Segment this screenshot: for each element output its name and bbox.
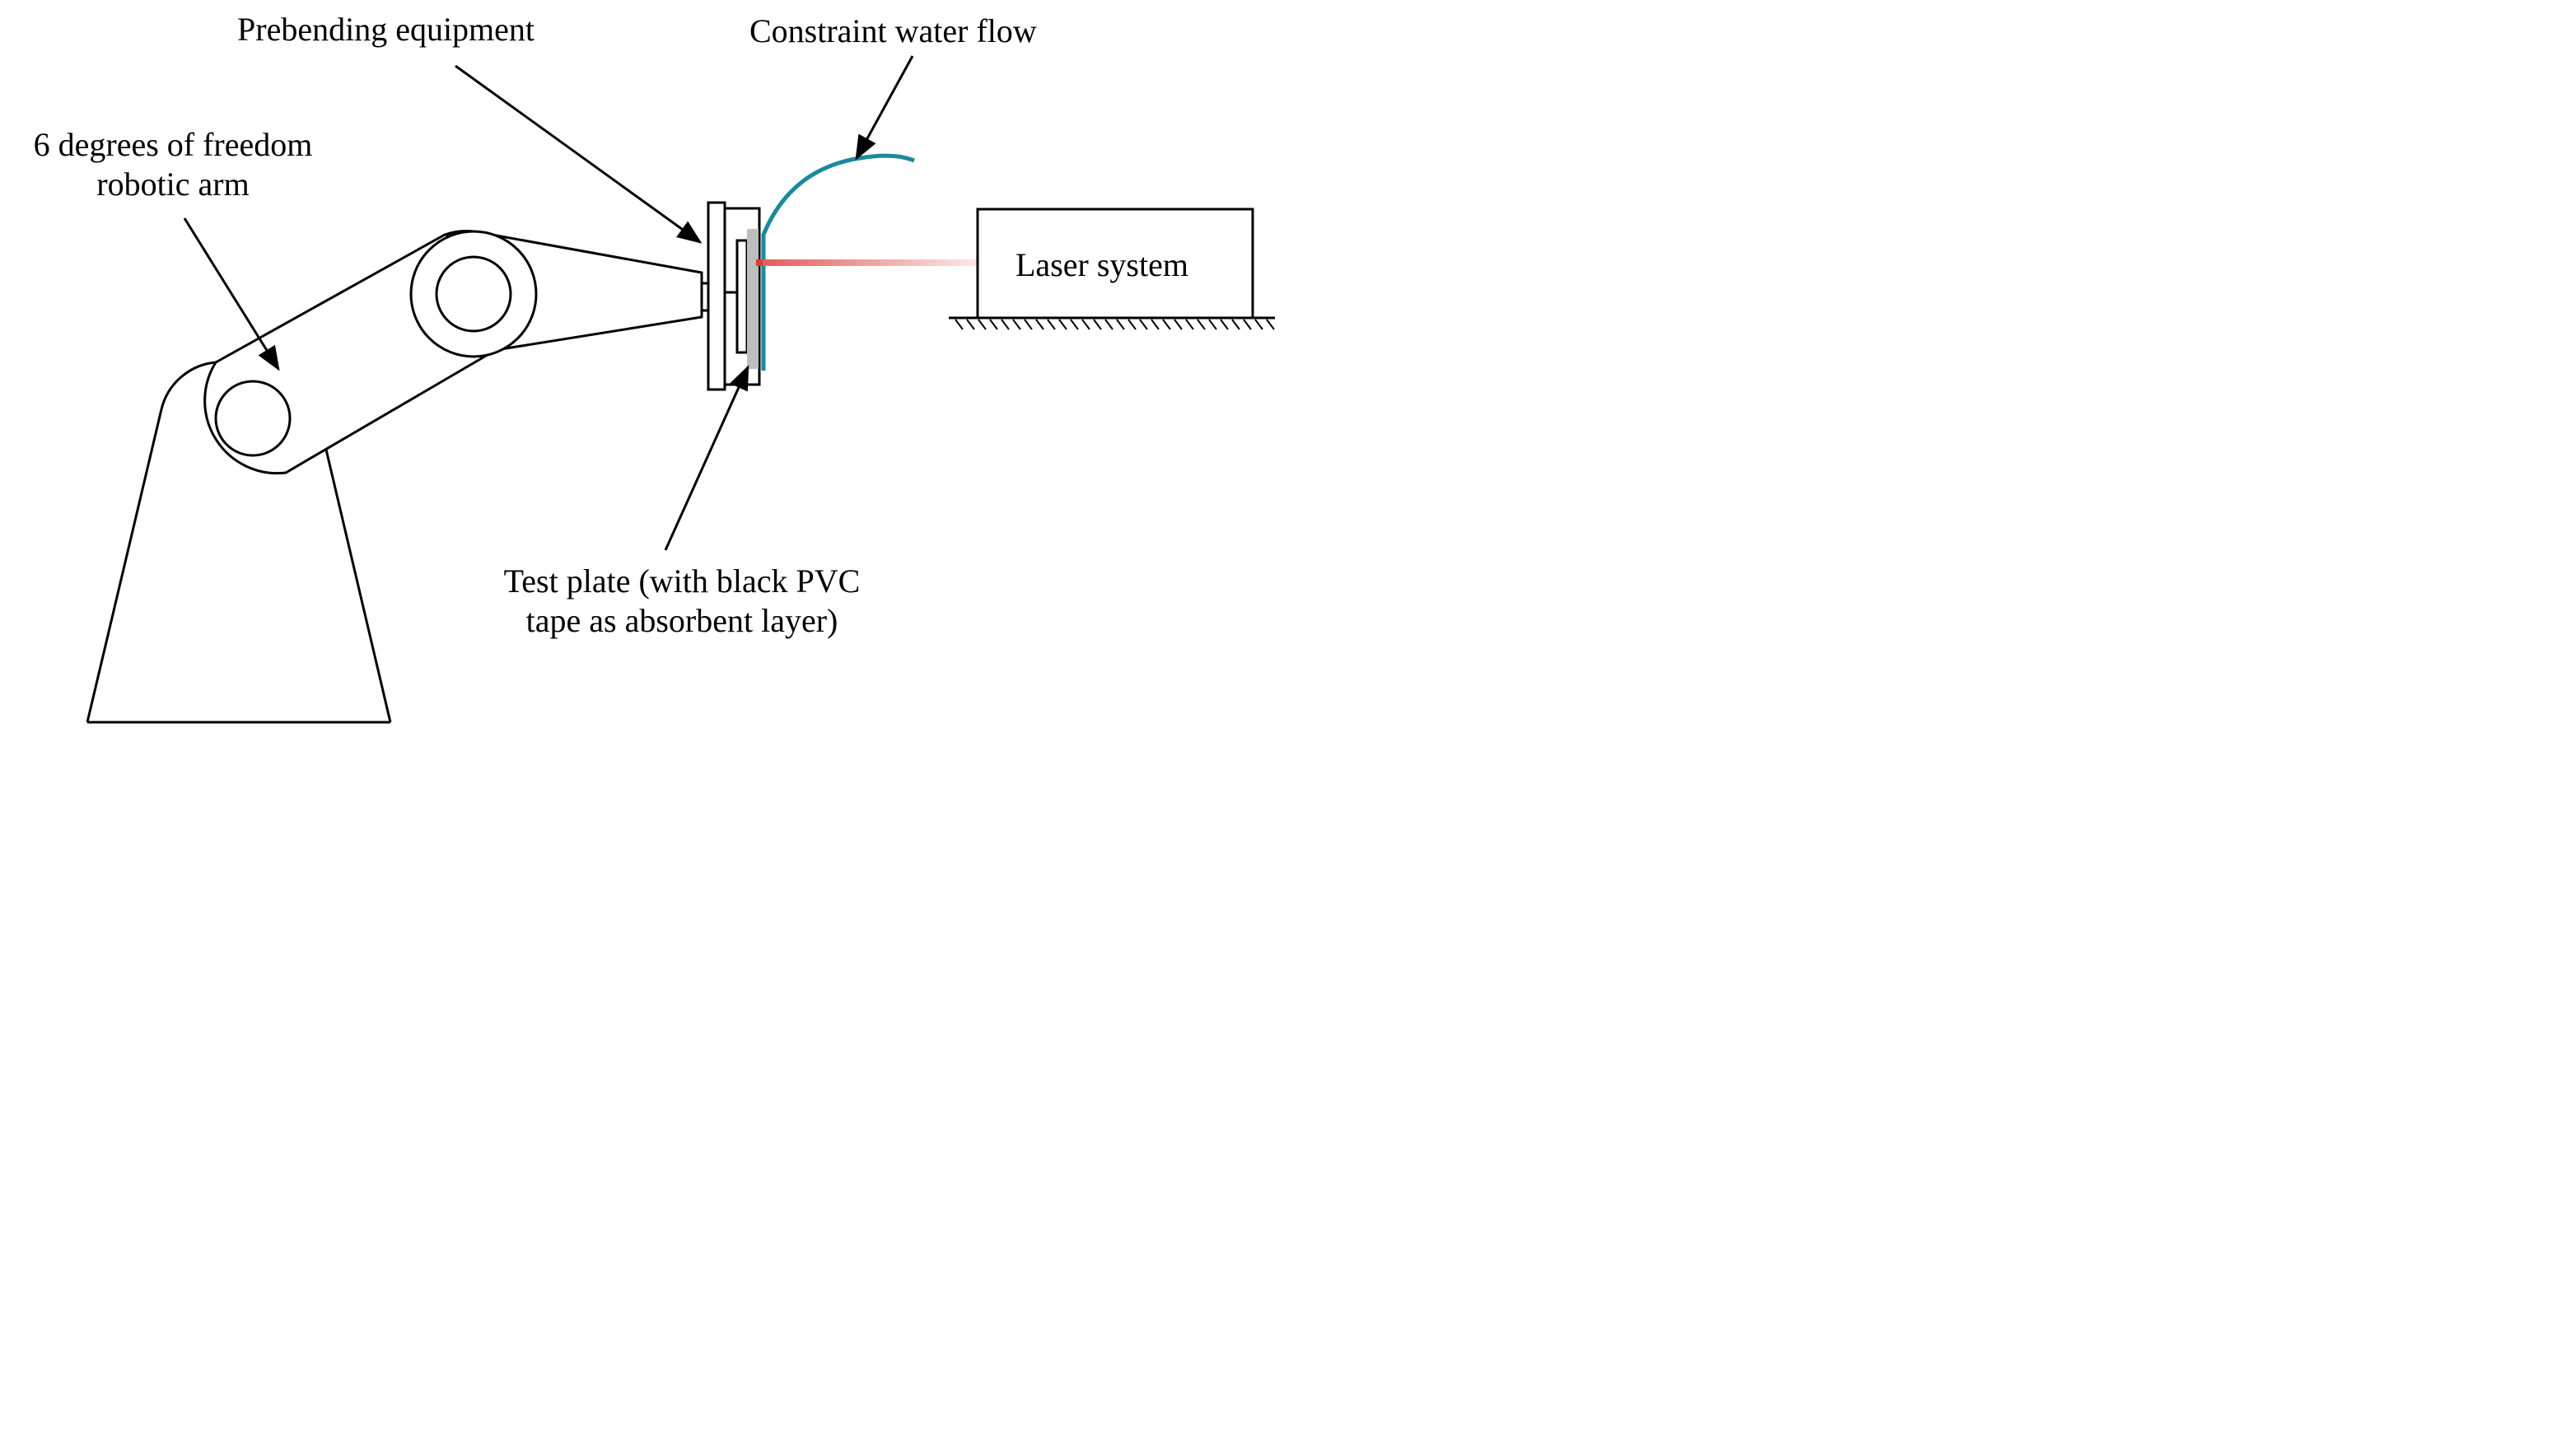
test-plate-absorbent-layer — [747, 229, 759, 369]
constraint-water-flow-label: Constraint water flow — [749, 12, 1037, 49]
robotic-arm-label: 6 degrees of freedom robotic arm — [8, 125, 338, 204]
test-plate-label-line2: tape as absorbent layer) — [525, 602, 838, 639]
laser-system-label: Laser system — [1015, 246, 1188, 283]
test-plate-label-line1: Test plate (with black PVC — [503, 562, 861, 600]
constraint-water-flow — [761, 153, 915, 371]
ground-hatching — [949, 316, 1275, 330]
shoulder-joint — [214, 380, 292, 457]
robotic-arm-label-line1: 6 degrees of freedom — [33, 126, 313, 163]
robot-base — [86, 361, 392, 724]
prebending-equipment-label: Prebending equipment — [237, 11, 535, 48]
prebending-arrow — [455, 64, 703, 244]
water-flow-arrow — [855, 55, 914, 161]
laser-beam — [758, 259, 978, 266]
robotic-arm-label-line2: robotic arm — [96, 166, 250, 203]
elbow-joint — [435, 255, 512, 333]
test-plate-label: Test plate (with black PVC tape as absor… — [461, 562, 903, 641]
prebending-equipment — [707, 201, 761, 391]
laser-spot — [756, 259, 763, 266]
robot-arm-arrow — [183, 217, 280, 371]
test-plate-arrow — [664, 365, 749, 551]
experimental-setup-diagram — [86, 55, 1275, 724]
